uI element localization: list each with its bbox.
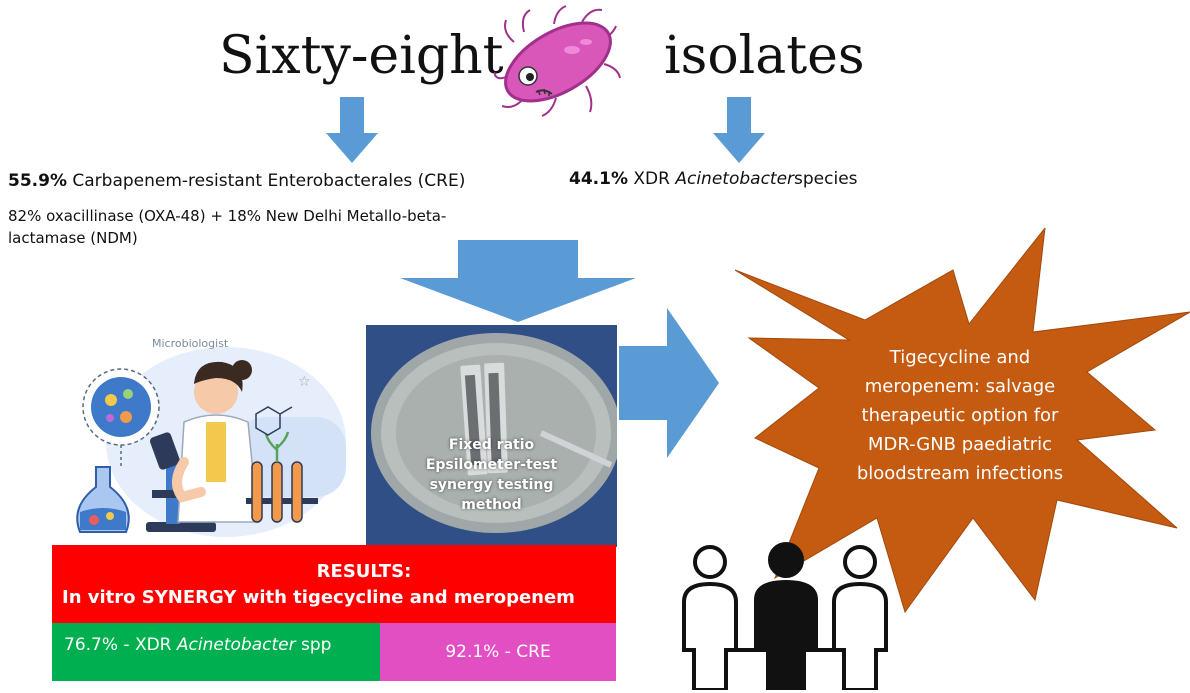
conclusion-line3: therapeutic option for	[861, 405, 1059, 426]
svg-text:☆: ☆	[298, 374, 311, 390]
arrow-merge-down	[400, 240, 636, 322]
arrow-down-left	[326, 97, 378, 163]
cre-label: Carbapenem-resistant Enterobacterales (C…	[72, 171, 466, 191]
title-right: isolates	[664, 26, 865, 86]
xdr-prefix: XDR	[633, 169, 670, 189]
results-heading: RESULTS:	[316, 561, 412, 582]
petri-dish-graphic	[366, 325, 617, 547]
title-left: Sixty-eight	[219, 26, 504, 86]
cre-percent: 55.9%	[8, 171, 67, 191]
conclusion-line1: Tigecycline and	[889, 347, 1031, 368]
xdr-genus: Acinetobacter	[675, 169, 795, 189]
microbiologist-label: Microbiologist	[152, 337, 229, 350]
conclusion-line5: bloodstream infections	[856, 463, 1064, 484]
microbiologist-illustration: ☆	[76, 347, 346, 537]
result-xdr-prefix: 76.7% - XDR	[64, 635, 172, 655]
method-line1: Fixed ratio	[448, 437, 535, 453]
petri-dish-photo: Fixed ratio Epsilometer-test synergy tes…	[366, 325, 617, 547]
xdr-percent: 44.1%	[569, 169, 628, 189]
cre-stat: 55.9% Carbapenem-resistant Enterobactera…	[8, 171, 465, 191]
cre-detail-line1: 82% oxacillinase (OXA-48) + 18% New Delh…	[8, 207, 447, 225]
cre-detail: 82% oxacillinase (OXA-48) + 18% New Delh…	[8, 205, 446, 249]
method-line2: Epsilometer-test	[425, 457, 558, 473]
arrow-right	[619, 308, 719, 458]
conclusion-line2: meropenem: salvage	[864, 376, 1056, 397]
conclusion-line4: MDR-GNB paediatric	[867, 434, 1053, 455]
result-xdr: 76.7% - XDR Acinetobacter spp	[52, 623, 380, 681]
xdr-suffix: species	[794, 169, 858, 189]
xdr-stat: 44.1% XDR Acinetobacterspecies	[569, 169, 858, 189]
conclusion-text: Tigecycline and meropenem: salvage thera…	[840, 343, 1080, 488]
result-cre: 92.1% - CRE	[380, 623, 616, 681]
method-label: Fixed ratio Epsilometer-test synergy tes…	[366, 435, 617, 515]
result-xdr-suffix: spp	[300, 635, 332, 655]
method-line4: method	[461, 497, 522, 513]
results-box: RESULTS: In vitro SYNERGY with tigecycli…	[52, 545, 616, 623]
method-line3: synergy testing	[429, 477, 554, 493]
bacterium-icon	[494, 5, 621, 117]
people-icon	[682, 542, 888, 690]
arrow-down-right	[713, 97, 765, 163]
results-line: In vitro SYNERGY with tigecycline and me…	[62, 587, 575, 608]
conclusion-starburst	[735, 228, 1190, 614]
cre-detail-line2: lactamase (NDM)	[8, 229, 138, 247]
result-xdr-genus: Acinetobacter	[176, 635, 296, 655]
